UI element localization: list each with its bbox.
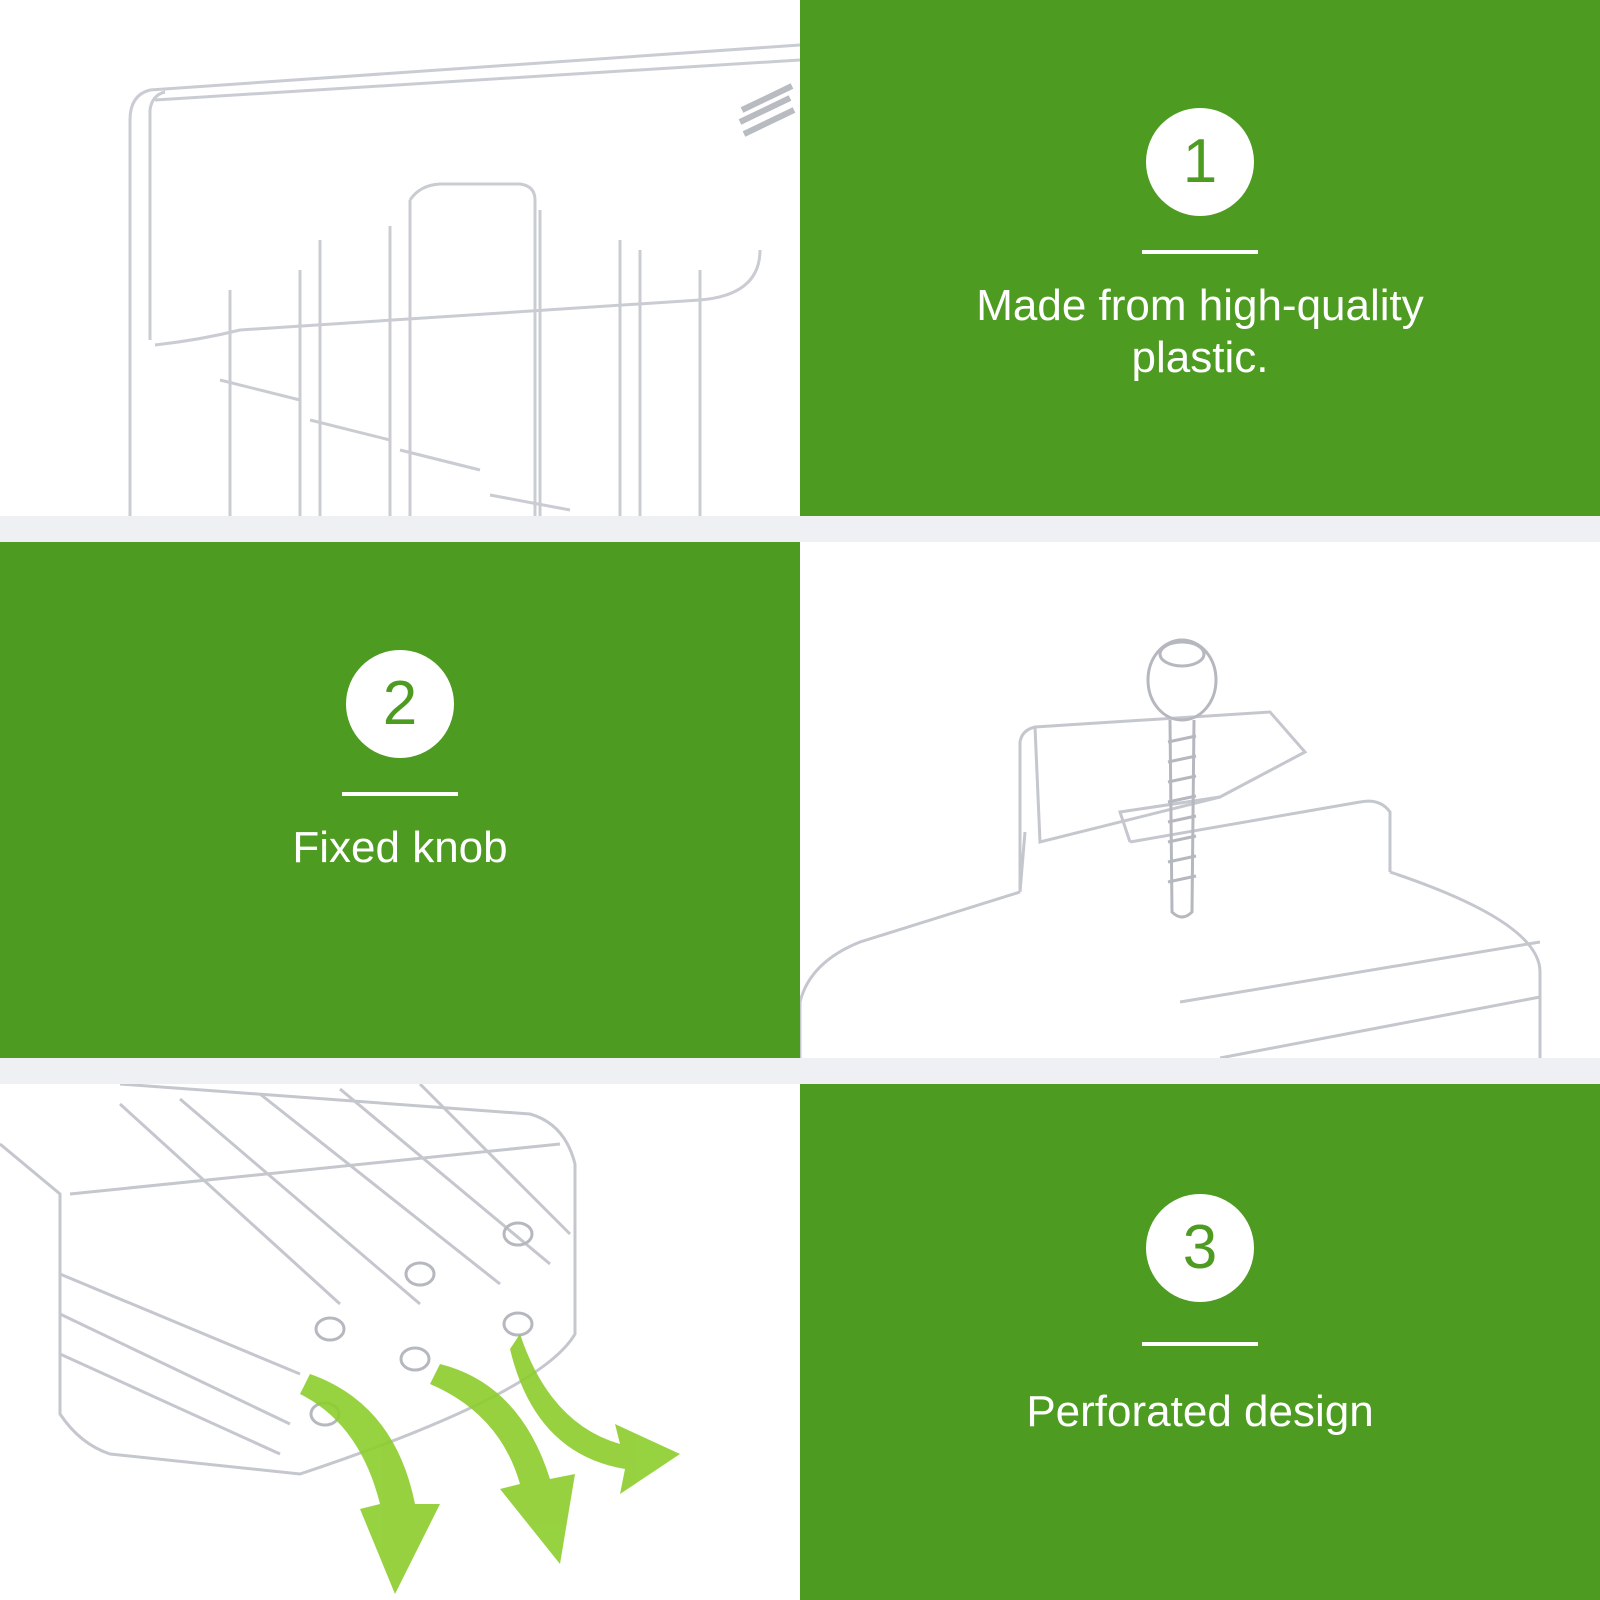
feature-block-3: 3 Perforated design (800, 1194, 1600, 1438)
divider-line-3 (1142, 1342, 1258, 1346)
product-photo-perforated-bottom (0, 1084, 800, 1600)
product-photo-top-view (0, 0, 800, 516)
feature-caption-2: Fixed knob (292, 823, 508, 872)
feature-number-2: 2 (382, 669, 418, 738)
feature-block-2: 2 Fixed knob (0, 650, 800, 874)
feature-block-1: 1 Made from high-quality plastic. (800, 108, 1600, 384)
number-badge-1: 1 (1146, 108, 1254, 216)
clear-plastic-box-illustration (128, 43, 800, 516)
feature-number-3: 3 (1182, 1213, 1218, 1282)
feature-number-1: 1 (1182, 127, 1218, 196)
number-badge-2: 2 (346, 650, 454, 758)
knob-screw-illustration (800, 638, 1542, 1058)
perforated-bottom-illustration (0, 1084, 680, 1594)
airflow-arrows (300, 1334, 680, 1594)
feature-panel-3: 3 Perforated design (800, 1084, 1600, 1600)
feature-panel-2: 2 Fixed knob (0, 542, 800, 1058)
feature-caption-3: Perforated design (1026, 1387, 1374, 1436)
feature-caption-1: Made from high-quality plastic. (976, 281, 1424, 382)
number-badge-3: 3 (1146, 1194, 1254, 1302)
divider-line-1 (1142, 250, 1258, 254)
feature-panel-1: 1 Made from high-quality plastic. (800, 0, 1600, 516)
product-photo-knob (800, 542, 1600, 1058)
divider-line-2 (342, 792, 458, 796)
